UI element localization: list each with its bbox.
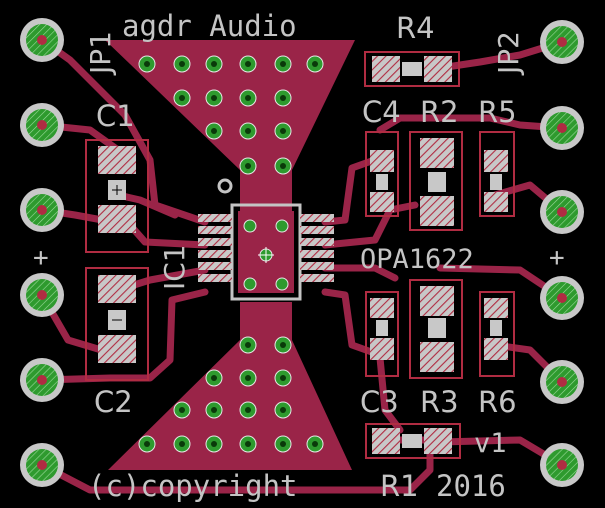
via-holes-bottom [144,342,318,447]
jp2-pad-4 [540,276,584,320]
ic1-opa1622 [198,178,334,301]
r5-label: R5 [478,95,517,129]
resistor-r5 [479,131,515,217]
capacitor-c4 [365,131,399,217]
jp2-header-pads [540,20,584,487]
jp1-pad-1 [20,18,64,62]
board-title: agdr Audio [122,9,297,43]
resistor-r3 [409,279,463,379]
c3-label: C3 [360,385,399,419]
part-number-label: OPA1622 [360,244,474,275]
jp1-pad-2 [20,103,64,147]
jp1-pad-3 [20,188,64,232]
jp1-pad-5 [20,358,64,402]
resistor-r6 [479,291,515,377]
jp2-pad-1 [540,20,584,64]
plus-left: + [33,243,49,273]
capacitor-c3 [365,291,399,377]
jp1-pad-4 [20,273,64,317]
plus-right: + [549,243,565,273]
year-label: 2016 [436,469,506,503]
resistor-r1 [365,423,461,459]
r1-label: R1 [380,469,419,503]
r2-label: R2 [420,95,459,129]
c1-label: C1 [96,99,135,133]
version-label: v1 [474,428,507,459]
r4-label: R4 [396,11,435,45]
jp1-header-pads [20,18,64,487]
resistor-r4 [364,51,460,87]
jp2-label: JP2 [492,31,525,76]
ic1-label: IC1 [158,244,191,290]
r6-label: R6 [478,385,517,419]
jp1-pad-6 [20,443,64,487]
via-holes-top [144,61,318,169]
top-copper-pour [105,40,355,215]
jp2-pad-2 [540,106,584,150]
copyright-label: (c)copyright [88,469,298,503]
jp2-pad-3 [540,190,584,234]
jp2-pad-5 [540,360,584,404]
r3-label: R3 [420,385,459,419]
jp2-pad-6 [540,443,584,487]
resistor-r2 [409,131,463,231]
capacitor-c1 [85,139,149,253]
jp1-label: JP1 [84,31,117,76]
c2-label: C2 [94,385,133,419]
c4-label: C4 [362,95,401,129]
capacitor-c2 [85,267,149,381]
